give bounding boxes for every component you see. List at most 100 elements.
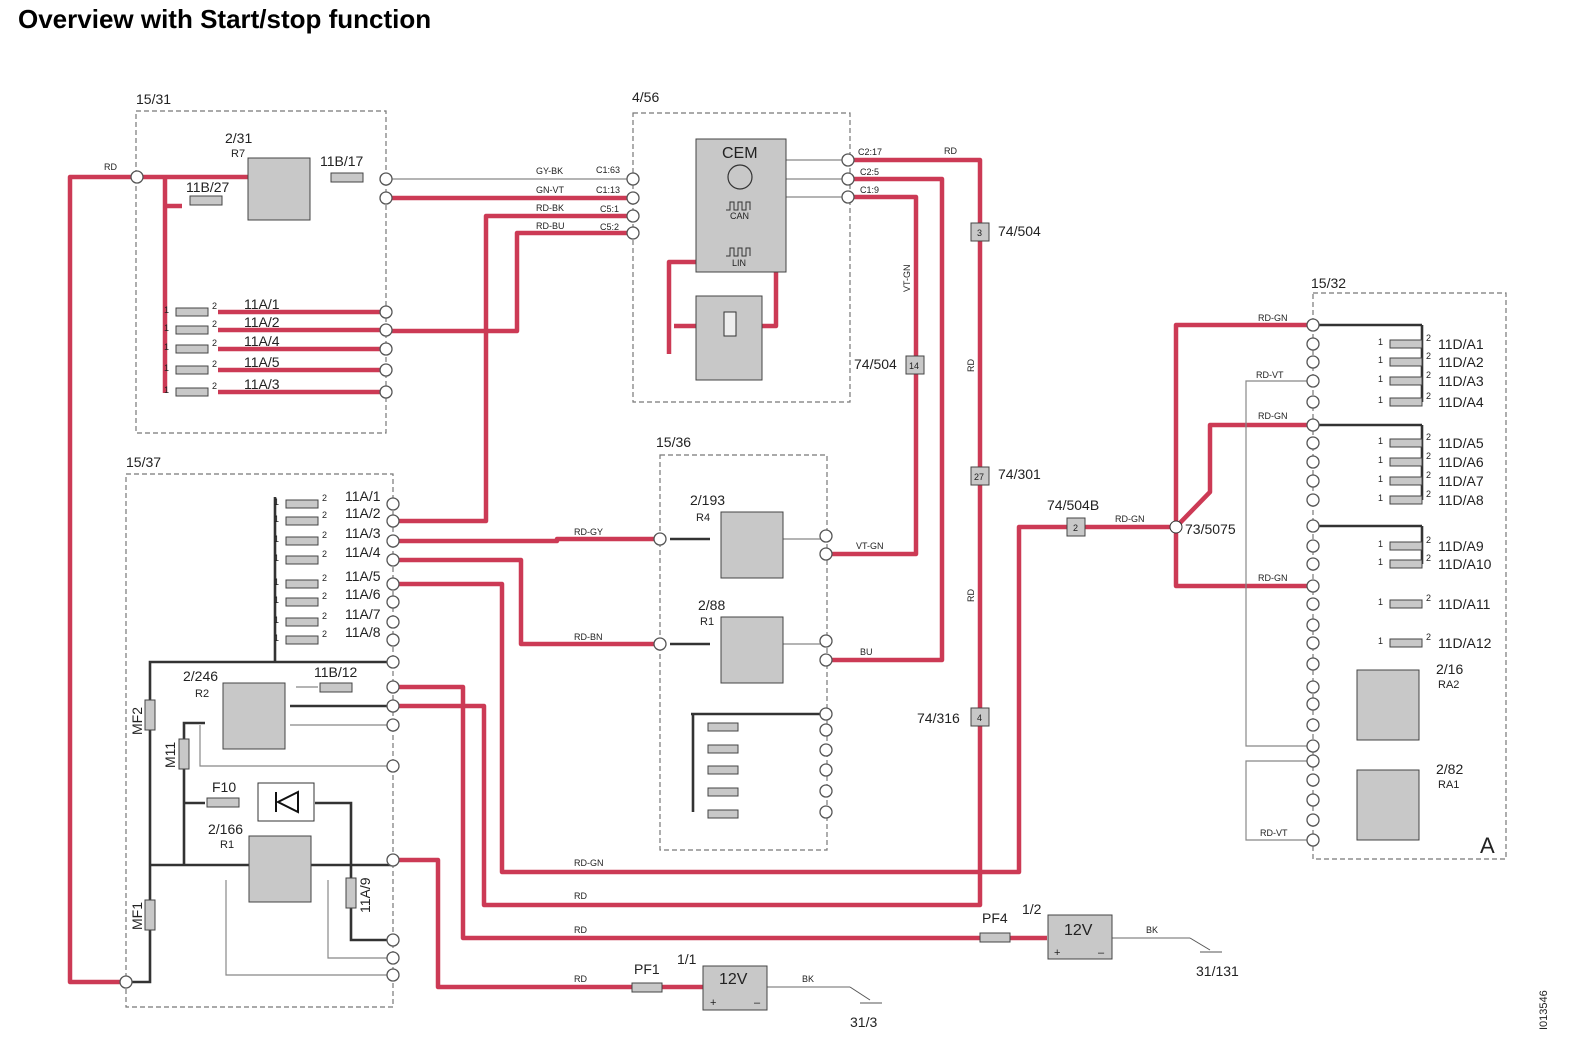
- bank-15-37-fuse-6: [285, 597, 319, 607]
- fuse-11a9: [345, 877, 357, 909]
- fuse-mf1: [144, 899, 156, 931]
- wire-bk-1: BK: [1146, 925, 1158, 935]
- box-15-37-label: 15/37: [126, 454, 161, 470]
- bank-15-32-label-9: 11D/A9: [1438, 538, 1484, 554]
- bank-15-32-label-8: 11D/A8: [1438, 492, 1484, 508]
- ground-2-icon: [849, 986, 871, 1001]
- lin-label: LIN: [732, 258, 746, 268]
- bank-15-37-pin2-3: 2: [322, 530, 327, 540]
- box-4-56-label: 4/56: [632, 89, 659, 105]
- relay-2-246: [222, 682, 286, 750]
- bank-15-32-pin2-12: 2: [1426, 632, 1431, 642]
- box-15-37: 15/37: [125, 454, 394, 1008]
- wire-rd-gn-3: RD-GN: [1258, 313, 1288, 323]
- bank-15-37-pin1-5: 1: [274, 577, 279, 587]
- relay-2-193-label: 2/193: [690, 492, 725, 508]
- splice-icon: [1169, 520, 1183, 534]
- bank-15-37-label-7: 11A/7: [345, 606, 381, 622]
- bank-15-37-fuse-2: [285, 516, 319, 526]
- bank-15-32-pin1-6: 1: [1378, 455, 1383, 465]
- bank-15-32-label-2: 11D/A2: [1438, 354, 1484, 370]
- fuse-f10-label: F10: [212, 779, 236, 795]
- relay-2-16-sublabel: RA2: [1438, 679, 1459, 691]
- bank-15-37-pin1-6: 1: [274, 595, 279, 605]
- relays: [222, 157, 1420, 903]
- bank-15-32-pin1-9: 1: [1378, 539, 1383, 549]
- bank-15-32-pin2-2: 2: [1426, 351, 1431, 361]
- battery-1-2-voltage: 12V: [1064, 922, 1093, 939]
- doc-id: I013546: [1538, 990, 1550, 1030]
- bank-15-32-pin1-8: 1: [1378, 493, 1383, 503]
- wire-rd-vertical-2: RD: [966, 589, 976, 602]
- relay-2-82-label: 2/82: [1436, 761, 1463, 777]
- bank-15-32-pin1-7: 1: [1378, 474, 1383, 484]
- wire-rd-gy: RD-GY: [574, 527, 603, 537]
- bank-15-31-label-5: 11A/3: [244, 376, 280, 392]
- bank-15-31-label-2: 11A/2: [244, 314, 280, 330]
- bank-15-37-fuse-1: [285, 499, 319, 509]
- bank-15-32-fuse-1: [1389, 339, 1423, 349]
- diode-icon: [275, 790, 299, 814]
- cem-module: CEM CAN LIN: [695, 138, 787, 381]
- bank-15-32-pin2-8: 2: [1426, 489, 1431, 499]
- can-label: CAN: [730, 211, 749, 221]
- bank-15-31-label-4: 11A/5: [244, 354, 280, 370]
- battery-1-2-minus: –: [1098, 947, 1105, 959]
- wire-rd-gn-5: RD-GN: [1258, 573, 1288, 583]
- wire-rd-5: RD: [574, 974, 587, 984]
- conn-74-301-label: 74/301: [998, 466, 1041, 482]
- batteries: 12V + – 1/2 12V + – 1/1: [677, 901, 1222, 1011]
- bank-15-37-fuse-5: [285, 579, 319, 589]
- fuse-pf4: [979, 932, 1011, 943]
- bank-15-32-pin2-3: 2: [1426, 370, 1431, 380]
- relay-2-31-label: 2/31: [225, 130, 252, 146]
- relay-2-31-sublabel: R7: [231, 148, 245, 160]
- bank-15-32-pin1-4: 1: [1378, 395, 1383, 405]
- ground-1-icon: [1189, 937, 1211, 951]
- pin-c5-2: C5:2: [600, 222, 619, 232]
- bank-15-32-fuse-8: [1389, 495, 1423, 505]
- battery-1-1: [702, 965, 768, 1011]
- bank-15-37-pin2-5: 2: [322, 573, 327, 583]
- battery-1-1-label: 1/1: [677, 951, 697, 967]
- wire-rd-bk: RD-BK: [536, 203, 564, 213]
- bank-15-37-label-8: 11A/8: [345, 624, 381, 640]
- fuse-11b12-label: 11B/12: [314, 664, 358, 680]
- bank-15-32-pin2-5: 2: [1426, 432, 1431, 442]
- grey-wires: [199, 159, 1313, 988]
- wire-rd-vertical-1: RD: [966, 359, 976, 372]
- conn-74-504-label: 74/504: [998, 223, 1041, 239]
- transistor-icon: [727, 164, 753, 190]
- fuse-11b27-label: 11B/27: [186, 179, 230, 195]
- conn-74-504-mid-label: 74/504: [854, 356, 897, 372]
- can-signal-icon: [726, 201, 751, 211]
- bank-15-32-pin1-1: 1: [1378, 337, 1383, 347]
- pin-c1-13: C1:13: [596, 185, 620, 195]
- bank-15-32-pin2-11: 2: [1426, 593, 1431, 603]
- fuse-11b17: [330, 172, 364, 183]
- relay-2-246-sublabel: R2: [195, 688, 209, 700]
- fuse-1536-4: [707, 787, 739, 797]
- fuse-mf2-label: MF2: [129, 707, 145, 735]
- battery-1-2-plus: +: [1054, 947, 1060, 959]
- box-15-36: 15/36: [656, 434, 828, 851]
- pin-c2-5: C2:5: [860, 167, 879, 177]
- bank-15-32-pin1-12: 1: [1378, 636, 1383, 646]
- bank-15-32-label-11: 11D/A11: [1438, 596, 1491, 612]
- fuse-pf1-label: PF1: [634, 961, 660, 977]
- pin-c1-63: C1:63: [596, 165, 620, 175]
- bank-15-31-pin1-3: 1: [164, 342, 169, 352]
- bank-15-37-fuse-4: [285, 555, 319, 565]
- ground-31-3-label: 31/3: [850, 1014, 877, 1030]
- conn-74-301-pin: 27: [974, 472, 984, 482]
- bank-15-37-pin2-2: 2: [322, 510, 327, 520]
- bank-15-32-pin2-7: 2: [1426, 470, 1431, 480]
- bank-15-37-pin2-4: 2: [322, 549, 327, 559]
- wire-bu: BU: [860, 647, 873, 657]
- bank-15-32-label-5: 11D/A5: [1438, 435, 1484, 451]
- relay-2-88-sublabel: R1: [700, 616, 714, 628]
- box-4-56: 4/56: [632, 89, 851, 403]
- lin-signal-icon: [726, 247, 751, 257]
